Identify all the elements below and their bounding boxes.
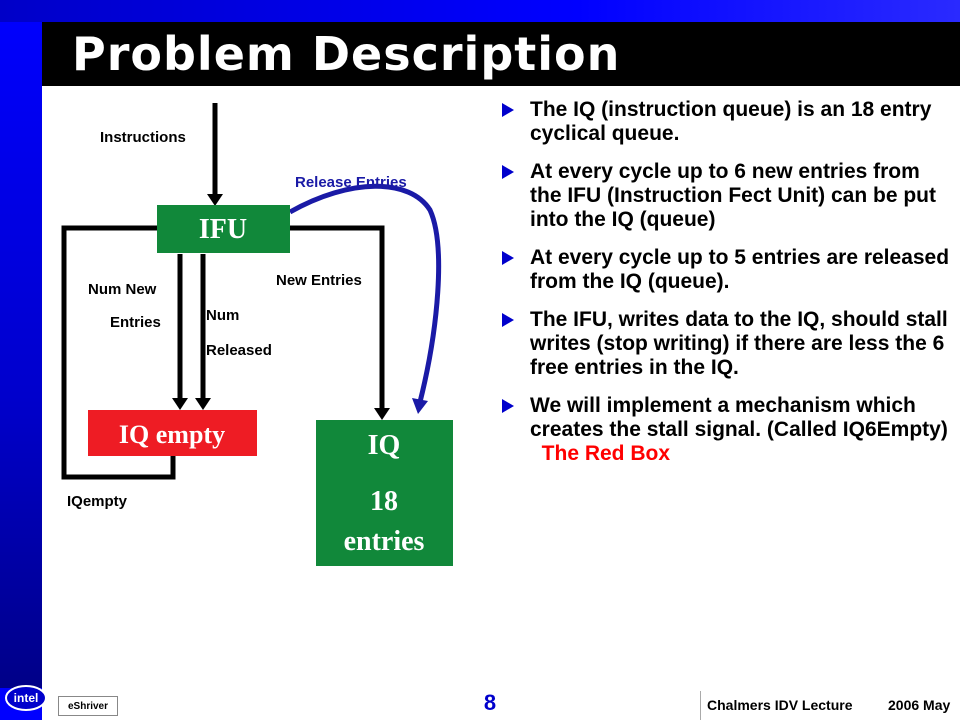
ifu-box-label: IFU: [199, 214, 247, 245]
release-entries-curve: [288, 183, 442, 403]
intel-logo-icon: intel: [5, 685, 47, 711]
num-new-entries-head: [172, 398, 188, 410]
entries-label: Entries: [110, 314, 161, 331]
lecture-label: Chalmers IDV Lecture: [707, 697, 853, 713]
bullet-item: At every cycle up to 6 new entries from …: [500, 160, 952, 232]
bullet-text: We will implement a mechanism which crea…: [530, 394, 948, 441]
bullet-text: At every cycle up to 6 new entries from …: [530, 160, 936, 231]
intel-logo-text: intel: [14, 691, 39, 705]
iq-box-count: 18: [370, 486, 398, 517]
iq-box: [316, 420, 453, 566]
instructions-label: Instructions: [100, 129, 186, 146]
bullet-list: The IQ (instruction queue) is an 18 entr…: [500, 98, 952, 480]
num-new-label: Num New: [88, 281, 157, 298]
num-label: Num: [206, 307, 239, 324]
slide-title: Problem Description: [72, 27, 621, 81]
footer-info-box: [700, 691, 960, 720]
released-label: Released: [206, 342, 272, 359]
bullet-arrow-icon: [502, 165, 514, 179]
author-label: eShriver: [58, 696, 118, 716]
bullet-item: The IQ (instruction queue) is an 18 entr…: [500, 98, 952, 146]
bullet-item: At every cycle up to 5 entries are relea…: [500, 246, 952, 294]
iq-empty-box-label: IQ empty: [119, 420, 225, 449]
release-entries-label: Release Entries: [295, 174, 407, 191]
iq-box-label: IQ: [368, 430, 401, 461]
bullet-item: We will implement a mechanism which crea…: [500, 394, 952, 466]
iq-empty-box: [88, 410, 257, 456]
ifu-box: [157, 205, 290, 253]
iqempty-label: IQempty: [67, 493, 128, 510]
bullet-text: The IFU, writes data to the IQ, should s…: [530, 308, 948, 379]
num-released-head: [195, 398, 211, 410]
left-sidebar-band: [0, 0, 42, 720]
bullet-text: The IQ (instruction queue) is an 18 entr…: [530, 98, 932, 145]
new-entries-label: New Entries: [276, 272, 362, 289]
new-entries-line: [290, 225, 385, 410]
bullet-text: At every cycle up to 5 entries are relea…: [530, 246, 950, 293]
bullet-item: The IFU, writes data to the IQ, should s…: [500, 308, 952, 380]
instructions-arrow-head: [207, 194, 223, 206]
top-band: [0, 0, 960, 22]
red-box-highlight: The Red Box: [530, 442, 671, 465]
bullet-arrow-icon: [502, 399, 514, 413]
iqempty-feedback-line: [61, 225, 176, 480]
page-number: 8: [483, 690, 497, 715]
new-entries-head: [374, 408, 390, 420]
title-bar: [42, 22, 960, 86]
date-label: 2006 May: [888, 697, 951, 713]
bullet-arrow-icon: [502, 251, 514, 265]
release-entries-head: [412, 398, 428, 414]
bullet-arrow-icon: [502, 103, 514, 117]
iq-box-entries: entries: [344, 526, 425, 557]
bullet-arrow-icon: [502, 313, 514, 327]
